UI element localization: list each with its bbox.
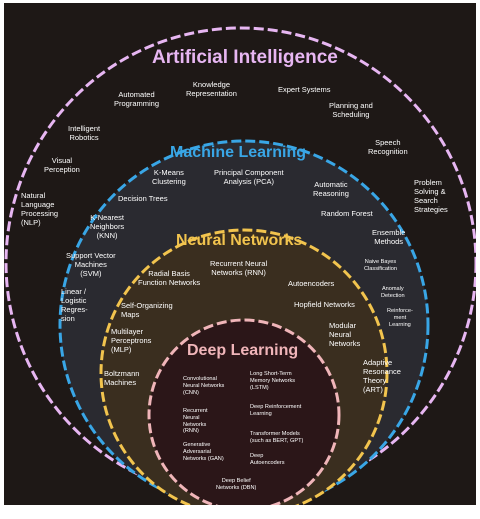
ml-knn: K-Nearest Neighbors (KNN) <box>90 213 125 240</box>
ml-random-forest: Random Forest <box>321 209 373 218</box>
dl-lstm: Long Short-Term Memory Networks (LSTM) <box>250 371 296 391</box>
nested-circles <box>4 26 476 505</box>
ml-kmeans: K-Means Clustering <box>152 168 186 186</box>
nn-modular: Modular Neural Networks <box>329 321 361 348</box>
ml-title: Machine Learning <box>170 144 307 161</box>
dl-drl: Deep Reinforcement Learning <box>250 404 302 417</box>
ai-problem-solving: Problem Solving & Search Strategies <box>414 178 448 214</box>
ai-speech-recognition: Speech Recognition <box>368 138 408 156</box>
nn-som: Self-Organizing Maps <box>121 301 173 319</box>
dl-ring <box>147 318 341 505</box>
ai-title: Artificial Intelligence <box>152 47 338 68</box>
nn-art: Adaptive Resonance Theory (ART) <box>363 358 401 394</box>
ml-naive-bayes: Naive Bayes Classification <box>364 259 397 272</box>
ml-ensemble-methods: Ensemble Methods <box>372 228 406 246</box>
dl-dbn: Deep Belief Networks (DBN) <box>216 478 257 491</box>
ml-reinforcement-learning: Reinforce- ment Learning <box>387 308 413 328</box>
nn-rbf: Radial Basis Function Networks <box>138 269 201 287</box>
ai-automated-programming: Automated Programming <box>114 90 160 108</box>
nn-hopfield: Hopfield Networks <box>294 300 355 309</box>
dl-cnn: Convolutional Neural Networks (CNN) <box>183 376 225 396</box>
ai-nlp: Natural Language Processing (NLP) <box>21 191 59 227</box>
nn-rnn: Recurrent Neural Networks (RNN) <box>210 259 268 277</box>
ml-pca: Principal Component Analysis (PCA) <box>214 168 284 186</box>
ai-intelligent-robotics: Intelligent Robotics <box>68 124 101 142</box>
ml-decision-trees: Decision Trees <box>118 194 168 203</box>
ml-automatic-reasoning: Automatic Reasoning <box>313 180 349 198</box>
ai-knowledge-representation: Knowledge Representation <box>186 80 237 98</box>
ml-svm: Support Vector Machines (SVM) <box>66 251 116 278</box>
dl-title: Deep Learning <box>187 342 299 359</box>
ml-anomaly-detection: Anomaly Detection <box>381 286 405 299</box>
ai-expert-systems: Expert Systems <box>278 85 331 94</box>
ai-visual-perception: Visual Perception <box>44 156 80 174</box>
dl-gan: Generative Adversarial Networks (GAN) <box>183 442 224 462</box>
dl-deep-autoencoders: Deep Autoencoders <box>250 453 285 466</box>
nn-mlp: Multilayer Perceptrons (MLP) <box>111 327 152 354</box>
ml-linear-logistic: Linear / Logistic Regres- sion <box>61 287 88 323</box>
nn-title: Neural Networks <box>176 232 303 249</box>
nn-autoencoders: Autoencoders <box>288 279 335 288</box>
ai-planning-scheduling: Planning and Scheduling <box>329 101 373 119</box>
dl-rnn: Recurrent Neural Networks (RNN) <box>183 408 208 435</box>
dl-transformers: Transformer Models (such as BERT, GPT) <box>250 431 304 444</box>
diagram-canvas: Artificial Intelligence Machine Learning… <box>4 3 476 505</box>
nn-boltzmann: Boltzmann Machines <box>104 369 140 387</box>
